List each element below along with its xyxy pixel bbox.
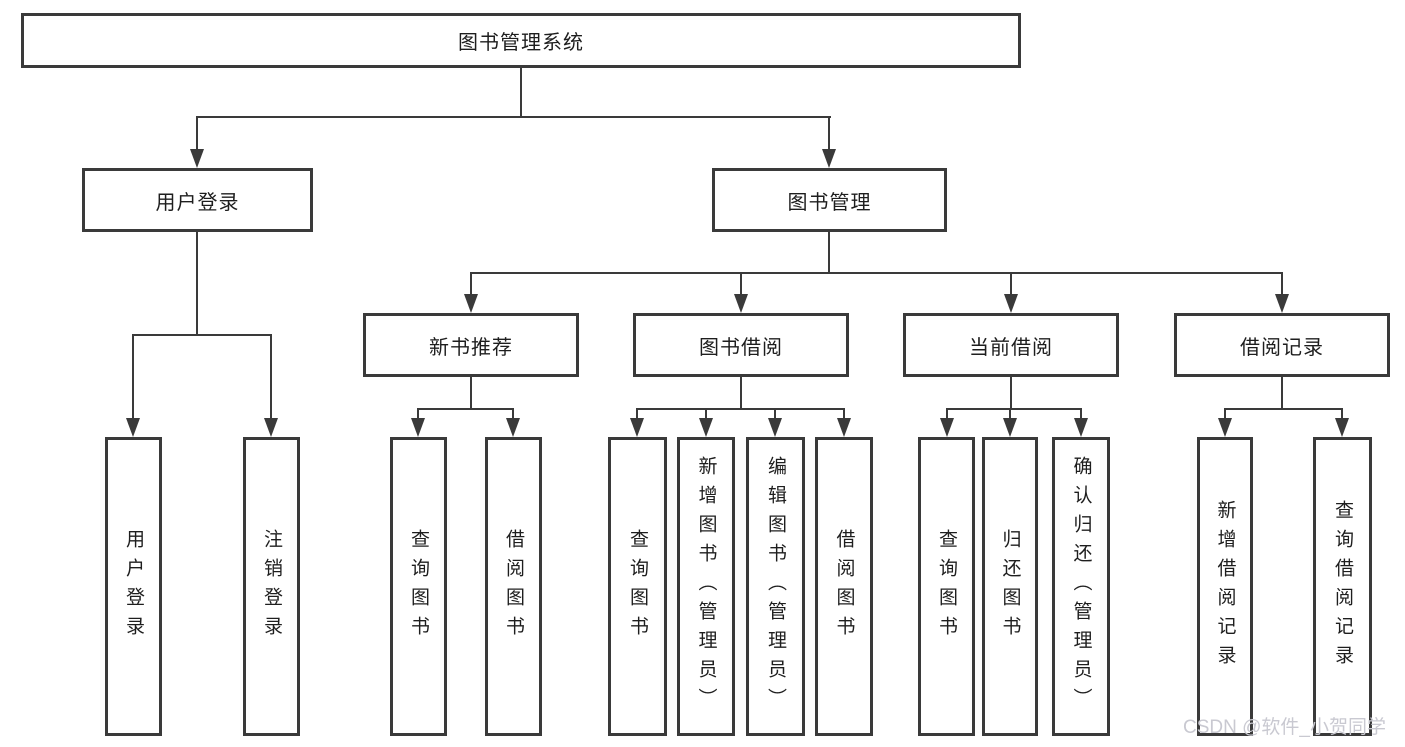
arrow-down-icon: [837, 418, 851, 437]
leaf-confirm-return-admin: 确认归还（管理员）: [1052, 437, 1110, 736]
node-user-login-label: 用户登录: [155, 191, 240, 214]
leaf-add-borrow-record: 新增借阅记录: [1197, 437, 1253, 736]
csdn-watermark: CSDN @软件_小贺同学: [1183, 717, 1386, 738]
node-book-borrowing: 图书借阅: [633, 313, 849, 377]
arrow-down-icon: [1218, 418, 1232, 437]
leaf-logout-label: 注销登录: [261, 528, 282, 645]
connector-vline: [828, 232, 830, 274]
arrow-down-icon: [630, 418, 644, 437]
connector-vline: [520, 68, 522, 117]
node-user-login: 用户登录: [82, 168, 313, 232]
leaf-query-books-3-label: 查询图书: [936, 528, 957, 645]
connector-vline: [636, 408, 638, 420]
connector-vline: [1281, 377, 1283, 410]
connector-vline: [1224, 408, 1226, 420]
node-borrowing-records-label: 借阅记录: [1240, 336, 1324, 359]
leaf-edit-book-admin: 编辑图书（管理员）: [746, 437, 805, 736]
connector-vline: [1281, 272, 1283, 296]
connector-vline: [1010, 377, 1012, 410]
arrow-down-icon: [734, 294, 748, 313]
leaf-add-book-admin-label: 新增图书（管理员）: [695, 456, 717, 717]
connector-vline: [774, 408, 776, 420]
arrow-down-icon: [768, 418, 782, 437]
connector-hline: [470, 272, 1283, 274]
connector-hline: [1224, 408, 1343, 410]
node-current-borrowing: 当前借阅: [903, 313, 1119, 377]
leaf-borrow-books-1-label: 借阅图书: [503, 528, 524, 645]
arrow-down-icon: [1074, 418, 1088, 437]
connector-vline: [740, 272, 742, 296]
connector-vline: [740, 377, 742, 410]
connector-vline: [1080, 408, 1082, 420]
connector-vline: [196, 232, 198, 336]
connector-vline: [512, 408, 514, 420]
connector-hline: [417, 408, 514, 410]
node-root-label: 图书管理系统: [458, 32, 584, 54]
arrow-down-icon: [190, 149, 204, 168]
leaf-query-borrow-record: 查询借阅记录: [1313, 437, 1372, 736]
connector-vline: [1341, 408, 1343, 420]
arrow-down-icon: [126, 418, 140, 437]
connector-vline: [1009, 408, 1011, 420]
arrow-down-icon: [822, 149, 836, 168]
node-book-management: 图书管理: [712, 168, 947, 232]
node-new-book-recommend-label: 新书推荐: [429, 336, 513, 359]
connector-vline: [132, 334, 134, 420]
node-book-borrowing-label: 图书借阅: [699, 336, 783, 359]
connector-vline: [1010, 272, 1012, 296]
leaf-return-book-label: 归还图书: [999, 528, 1021, 645]
leaf-edit-book-admin-label: 编辑图书（管理员）: [765, 456, 786, 717]
leaf-add-borrow-record-label: 新增借阅记录: [1214, 499, 1236, 674]
connector-hline: [946, 408, 1082, 410]
connector-vline: [196, 116, 198, 150]
connector-hline: [636, 408, 845, 410]
leaf-user-login-label: 用户登录: [123, 528, 144, 645]
connector-vline: [417, 408, 419, 420]
leaf-borrow-books-2: 借阅图书: [815, 437, 873, 736]
connector-vline: [843, 408, 845, 420]
connector-vline: [470, 272, 472, 296]
connector-vline: [828, 116, 830, 150]
node-new-book-recommend: 新书推荐: [363, 313, 579, 377]
arrow-down-icon: [506, 418, 520, 437]
arrow-down-icon: [1335, 418, 1349, 437]
leaf-confirm-return-admin-label: 确认归还（管理员）: [1070, 456, 1092, 717]
arrow-down-icon: [1004, 294, 1018, 313]
leaf-query-books-1: 查询图书: [390, 437, 447, 736]
leaf-return-book: 归还图书: [982, 437, 1038, 736]
connector-hline: [196, 116, 831, 118]
connector-vline: [705, 408, 707, 420]
arrow-down-icon: [264, 418, 278, 437]
leaf-add-book-admin: 新增图书（管理员）: [677, 437, 735, 736]
node-book-management-label: 图书管理: [787, 191, 872, 214]
arrow-down-icon: [1275, 294, 1289, 313]
leaf-borrow-books-1: 借阅图书: [485, 437, 542, 736]
arrow-down-icon: [411, 418, 425, 437]
node-current-borrowing-label: 当前借阅: [969, 336, 1053, 359]
leaf-query-books-2-label: 查询图书: [627, 528, 648, 645]
leaf-user-login: 用户登录: [105, 437, 162, 736]
connector-vline: [470, 377, 472, 410]
arrow-down-icon: [699, 418, 713, 437]
leaf-logout: 注销登录: [243, 437, 300, 736]
node-borrowing-records: 借阅记录: [1174, 313, 1390, 377]
leaf-borrow-books-2-label: 借阅图书: [833, 528, 855, 645]
leaf-query-books-3: 查询图书: [918, 437, 975, 736]
arrow-down-icon: [464, 294, 478, 313]
arrow-down-icon: [940, 418, 954, 437]
connector-vline: [946, 408, 948, 420]
arrow-down-icon: [1003, 418, 1017, 437]
connector-hline: [132, 334, 272, 336]
leaf-query-borrow-record-label: 查询借阅记录: [1332, 499, 1353, 674]
connector-vline: [270, 334, 272, 420]
leaf-query-books-2: 查询图书: [608, 437, 667, 736]
node-root: 图书管理系统: [21, 13, 1021, 68]
leaf-query-books-1-label: 查询图书: [408, 528, 429, 645]
